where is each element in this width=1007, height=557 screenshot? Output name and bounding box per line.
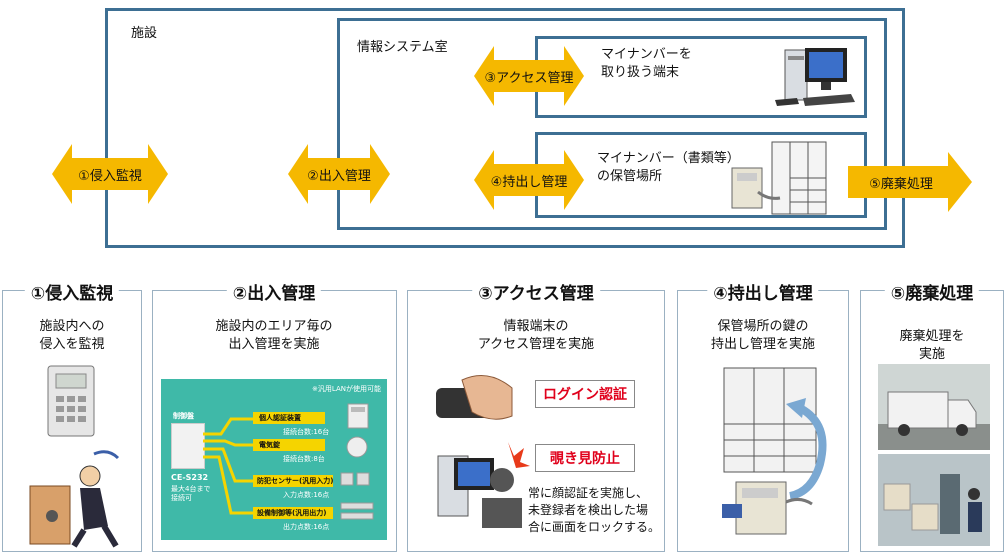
device-item-3-name: 防犯センサー(汎用入力) — [257, 477, 334, 485]
electric-lock-icon — [346, 436, 368, 458]
device-item-2 — [253, 439, 325, 451]
device-item-2-name: 電気錠 — [259, 441, 280, 449]
panel-entry-title: ②出入管理 — [226, 279, 322, 304]
alarm-panel-icon — [47, 365, 95, 437]
access-arrow-label: ③アクセス管理 — [484, 70, 574, 86]
panel-intrusion-desc: 施設内への 侵入を監視 — [39, 319, 105, 352]
panel-takeout-desc: 保管場所の鍵の 持出し管理を実施 — [710, 319, 816, 352]
device-item-1-name: 個人認証装置 — [259, 414, 301, 422]
device-item-4-sub: 出力点数:16点 — [283, 523, 330, 531]
equipment-icon — [340, 502, 374, 520]
peep-prevention-icon — [437, 442, 530, 528]
fingerprint-reader-icon — [436, 375, 513, 420]
disposal-arrow-label: ⑤廃棄処理 — [869, 176, 933, 192]
key-cabinet-icon — [722, 367, 827, 535]
computer-icon — [775, 48, 855, 106]
controller-model-note: 最大4台まで 接続可 — [171, 485, 211, 502]
locker-icon — [731, 141, 827, 215]
takeout-arrow-label: ④持出し管理 — [490, 174, 568, 190]
panel-intrusion-title: ①侵入監視 — [24, 279, 120, 304]
device-item-2-sub: 接続台数:8台 — [283, 455, 325, 463]
keypad-icon — [347, 403, 369, 429]
lan-note: ※汎用LANが使用可能 — [312, 385, 381, 393]
panel-disposal-desc: 廃棄処理を実施 — [899, 329, 965, 362]
panel-access-desc: 情報端末の アクセス管理を実施 — [477, 319, 595, 352]
panel-access-title: ③アクセス管理 — [472, 279, 600, 304]
facility-label: 施設 — [131, 26, 158, 41]
device-item-1 — [253, 412, 325, 424]
system-room-label: 情報システム室 — [357, 40, 448, 55]
face-auth-note: 常に顔認証を実施し、 未登録者を検出した場 合に画面をロックする。 — [528, 486, 661, 534]
disposal-arrow: ⑤廃棄処理 — [848, 152, 972, 212]
disposal-facility-photo-icon — [878, 454, 990, 546]
panel-disposal-title: ⑤廃棄処理 — [884, 279, 980, 304]
intrusion-arrow-label: ①侵入監視 — [78, 168, 142, 184]
wiring-lines — [203, 417, 253, 515]
disposal-truck-photo-icon — [878, 364, 990, 450]
entry-arrow: ②出入管理 — [288, 144, 390, 204]
intrusion-arrow: ①侵入監視 — [52, 144, 168, 204]
controller-model: CE-S232 — [171, 473, 209, 482]
device-item-3-sub: 入力点数:16点 — [283, 491, 330, 499]
terminal-label: マイナンバーを 取り扱う端末 — [601, 47, 692, 80]
entry-arrow-label: ②出入管理 — [307, 168, 371, 184]
facility-frame — [105, 8, 905, 248]
device-item-4 — [253, 507, 333, 519]
access-arrow: ③アクセス管理 — [474, 46, 584, 106]
access-control-device-diagram: ※汎用LANが使用可能 制御盤 CE-S232 最大4台まで 接続可 個人認証装… — [161, 379, 387, 540]
peep-prevention-label: 覗き見防止 — [535, 444, 635, 472]
panel-takeout-title: ④持出し管理 — [707, 279, 819, 304]
controller-label: 制御盤 — [173, 412, 194, 420]
device-item-3 — [253, 475, 333, 487]
takeout-arrow: ④持出し管理 — [474, 150, 584, 210]
storage-label: マイナンバー（書類等） の保管場所 — [597, 151, 740, 184]
sensor-icon — [340, 472, 370, 486]
device-item-1-sub: 接続台数:16台 — [283, 428, 330, 436]
panel-entry-desc: 施設内のエリア毎の 出入管理を実施 — [215, 319, 333, 352]
device-item-4-name: 設備制御等(汎用出力) — [257, 509, 327, 517]
login-auth-label: ログイン認証 — [535, 380, 635, 408]
intruder-illustration-icon — [29, 450, 120, 548]
controller-box — [171, 423, 205, 469]
system-room-frame — [337, 18, 887, 230]
